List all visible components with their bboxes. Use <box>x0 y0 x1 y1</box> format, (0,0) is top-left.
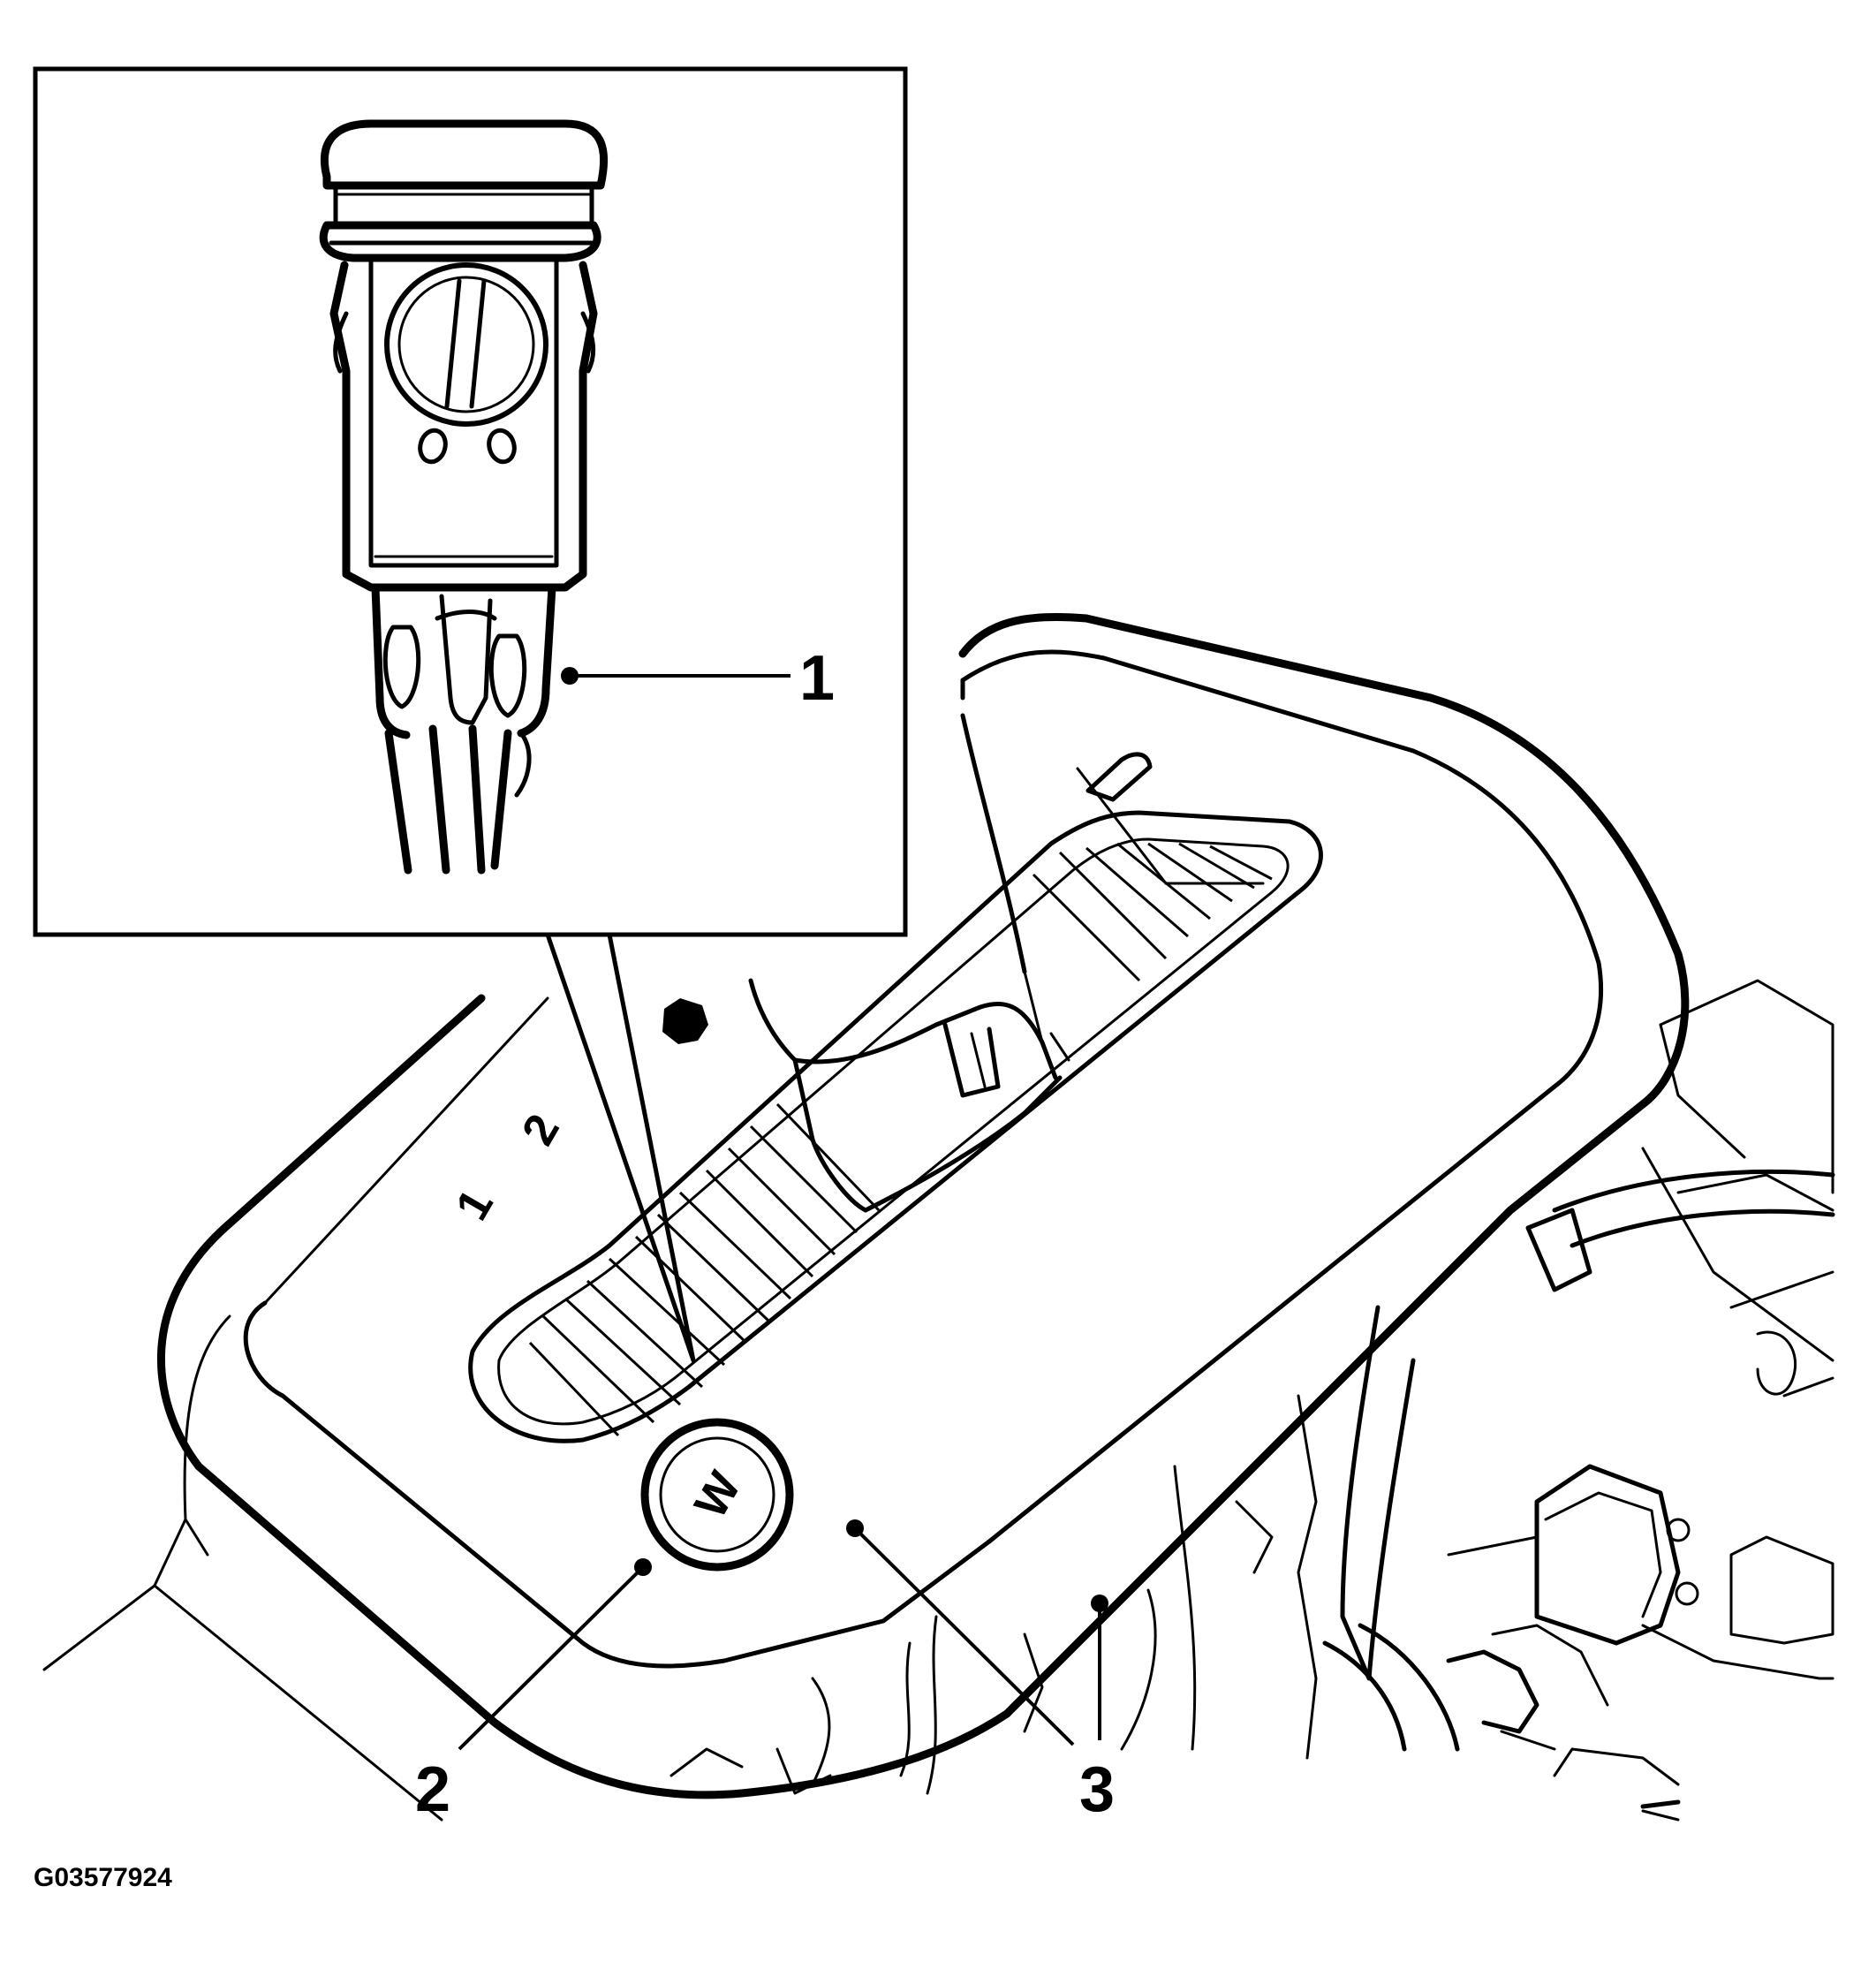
shift-lever <box>748 713 1070 1213</box>
callout-leaders <box>458 667 1108 1751</box>
figure-id: G03577924 <box>34 1863 172 1892</box>
gear-mark-2: 2 <box>512 1106 570 1154</box>
indicator-mark <box>662 998 708 1044</box>
gate-hatching <box>528 842 1273 1437</box>
gear-mark-1: 1 <box>446 1181 503 1229</box>
callout-1-label: 1 <box>799 643 835 714</box>
inset-box <box>33 66 908 1363</box>
bulb-socket <box>319 119 609 875</box>
background-mechanism <box>669 979 1835 1822</box>
floor-lines <box>42 1314 443 1822</box>
callout-2-label: 2 <box>415 1754 450 1825</box>
console-bezel <box>156 612 1690 1799</box>
bezel-tab <box>1086 752 1153 802</box>
callout-3-label: 3 <box>1079 1754 1115 1825</box>
emblem: W <box>640 1418 794 1572</box>
shift-gate <box>468 810 1323 1443</box>
